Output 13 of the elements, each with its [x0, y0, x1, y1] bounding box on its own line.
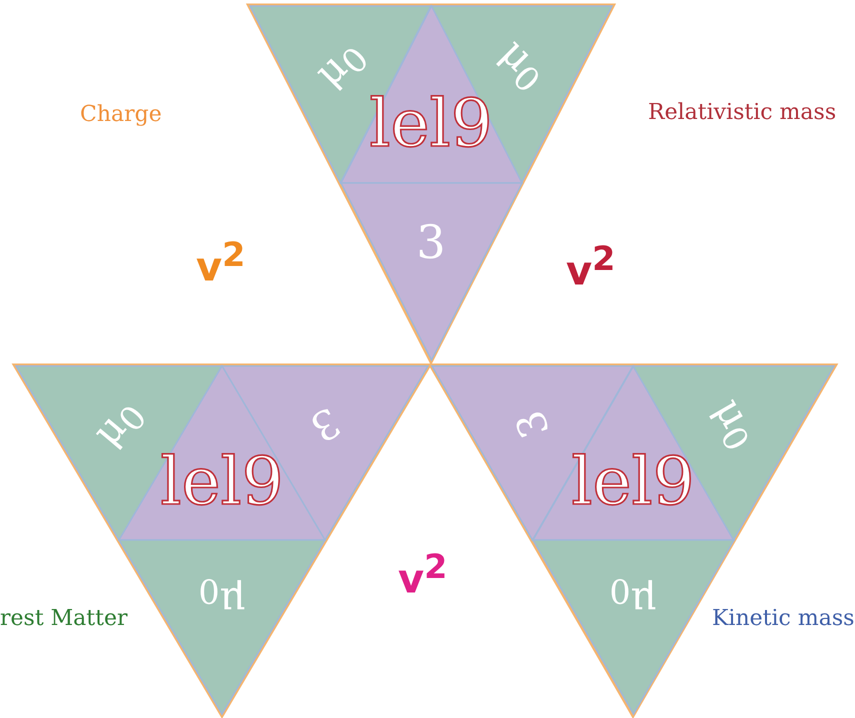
formula-label: v$^{2}$ — [196, 238, 246, 288]
label-text: Relativistic mass — [648, 102, 836, 124]
symbol-label: 3 — [304, 400, 346, 448]
number-label: lel9 — [160, 449, 284, 515]
label-text: Charge — [80, 104, 162, 126]
number-label: lel9 — [369, 91, 493, 157]
number-label: lel9 — [571, 449, 695, 515]
label-text: rest Matter — [0, 608, 128, 630]
symbol-label: 3 — [416, 219, 446, 265]
formula-label: v$^{2}$ — [566, 242, 616, 292]
formula-label: v$^{2}$ — [398, 550, 448, 600]
label-text: Kinetic mass — [712, 608, 854, 630]
symbol-label: 3 — [509, 405, 556, 443]
